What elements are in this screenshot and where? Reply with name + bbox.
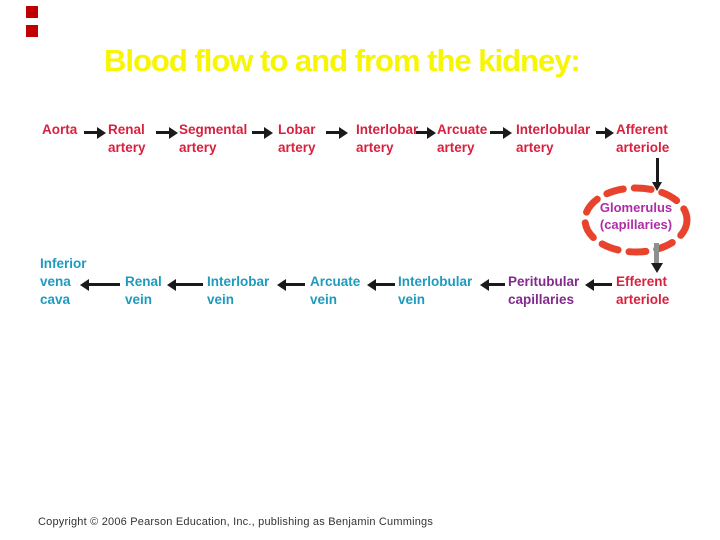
flow-node-interlobar-vein: Interlobar vein [207,274,270,307]
arrow-right-icon [156,126,178,139]
flow-node-efferent-arteriole: Efferent arteriole [616,274,670,307]
flow-node-glomerulus: Glomerulus (capillaries) [599,200,673,232]
flow-node-renal-artery: Renal artery [108,122,146,155]
arrow-down-icon [656,158,659,182]
arrow-right-icon [84,126,106,139]
flow-node-peritubular-capillaries: Peritubular capillaries [508,274,580,307]
red-square-icon [26,25,38,37]
flow-node-renal-vein: Renal vein [125,274,162,307]
arrow-down-icon [654,243,659,263]
arrow-left-icon [585,278,612,291]
flow-node-segmental-artery: Segmental artery [179,122,248,155]
glomerulus-dashed-ellipse [581,184,691,256]
arrow-left-icon [167,278,203,291]
arrow-left-icon [277,278,305,291]
arrow-left-icon [367,278,395,291]
flow-node-inferior-vena-cava: Inferior vena cava [40,256,87,307]
arrow-right-icon [252,126,273,139]
arrow-right-icon [596,126,614,139]
flow-node-interlobular-artery: Interlobular artery [516,122,591,155]
flow-node-interlobar-artery: Interlobar artery [356,122,419,155]
arrow-left-icon [480,278,505,291]
flow-node-lobar-artery: Lobar artery [278,122,316,155]
flow-node-arcuate-artery: Arcuate artery [437,122,488,155]
arrow-right-icon [326,126,348,139]
arrow-left-icon [80,278,120,291]
flow-node-interlobular-vein: Interlobular vein [398,274,473,307]
slide-title: Blood flow to and from the kidney: [104,43,581,78]
flow-node-arcuate-vein: Arcuate vein [310,274,361,307]
copyright-text: Copyright © 2006 Pearson Education, Inc.… [38,516,434,528]
red-square-icon [26,6,38,18]
arrow-right-icon [490,126,512,139]
flow-node-afferent-arteriole: Afferent arteriole [616,122,670,155]
arrow-right-icon [416,126,436,139]
flow-node-aorta: Aorta [42,122,78,137]
